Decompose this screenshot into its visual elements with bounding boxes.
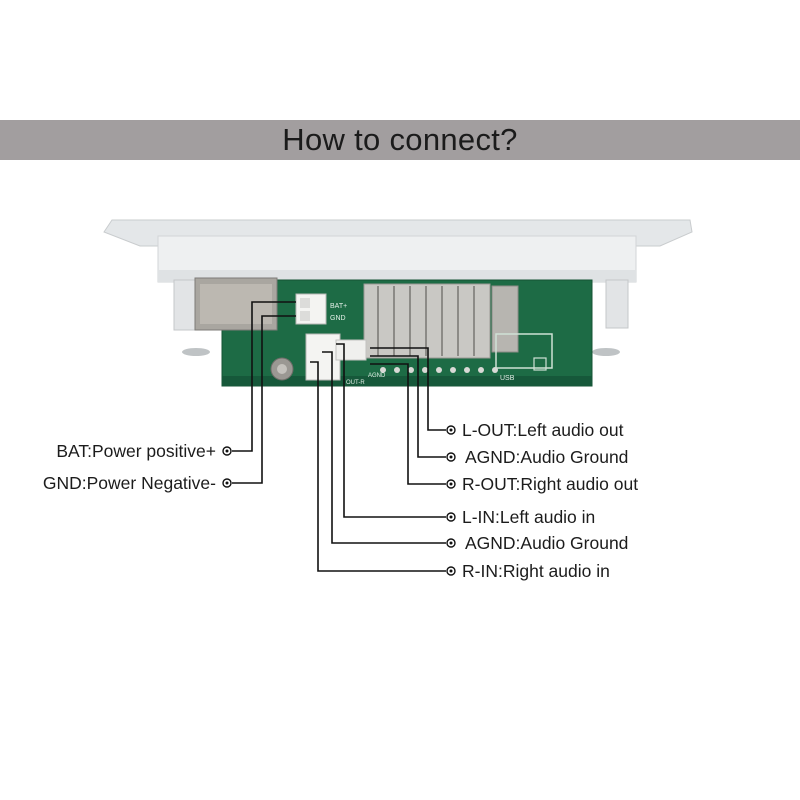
page-title: How to connect? <box>282 122 518 157</box>
silk-out-r: OUT-R <box>346 380 365 386</box>
title-banner <box>0 120 800 160</box>
wire-l-in <box>336 343 446 518</box>
wire-r-in <box>310 361 446 572</box>
label-agnd-in: AGND:Audio Ground <box>465 533 629 553</box>
wire-r-out <box>370 363 446 485</box>
label-l-in: L-IN:Left audio in <box>462 507 596 527</box>
silk-bat: BAT+ <box>330 303 347 310</box>
screw-left <box>182 348 210 356</box>
silk-gnd: GND <box>330 315 346 322</box>
wire-agnd-out <box>370 355 446 458</box>
label-r-out: R-OUT:Right audio out <box>462 474 639 494</box>
silk-usb: USB <box>500 375 515 382</box>
label-bat: BAT:Power positive+ <box>56 441 216 461</box>
silk-agnd: AGND <box>368 373 386 379</box>
screw-right <box>592 348 620 356</box>
label-r-in: R-IN:Right audio in <box>462 561 610 581</box>
wire-l-out <box>370 347 446 431</box>
label-agnd-out: AGND:Audio Ground <box>465 447 629 467</box>
wire-agnd-in <box>322 351 446 544</box>
wire-bat <box>232 301 296 452</box>
label-l-out: L-OUT:Left audio out <box>462 420 624 440</box>
label-gnd: GND:Power Negative- <box>42 473 216 493</box>
right-bracket <box>605 279 629 329</box>
audio-connector <box>305 333 341 381</box>
wire-gnd <box>232 315 296 484</box>
